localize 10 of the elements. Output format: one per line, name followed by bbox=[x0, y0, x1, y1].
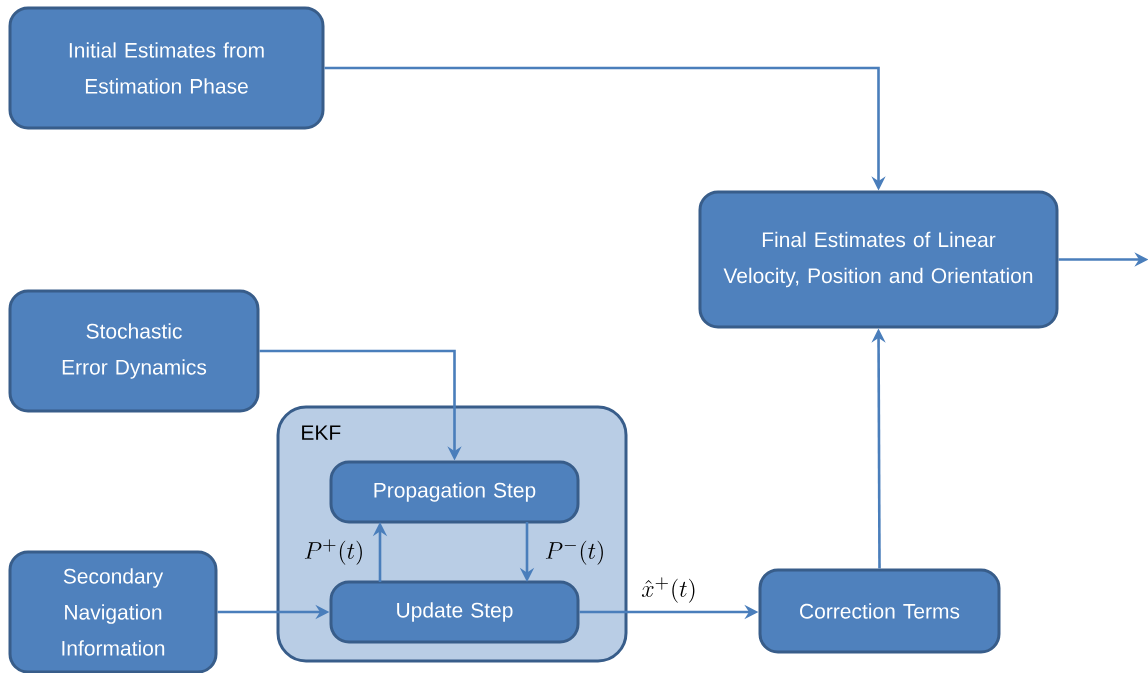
edge-label: $P^{+}(t)$ bbox=[304, 539, 362, 565]
process-box: Update Step bbox=[329, 580, 580, 644]
process-box: Correction Terms bbox=[758, 568, 1001, 654]
process-box: Secondary Navigation Information bbox=[8, 550, 218, 673]
edge-label: $\hat{x}^{+}(t)$ bbox=[641, 577, 695, 603]
process-box: Propagation Step bbox=[329, 460, 580, 524]
process-box: Final Estimates of Linear Velocity, Position and Orientation bbox=[698, 190, 1059, 329]
process-box: Initial Estimates from Estimation Phase bbox=[8, 6, 325, 130]
process-box: Stochastic Error Dynamics bbox=[8, 289, 260, 413]
edge-label: $P^{-}(t)$ bbox=[545, 540, 603, 565]
